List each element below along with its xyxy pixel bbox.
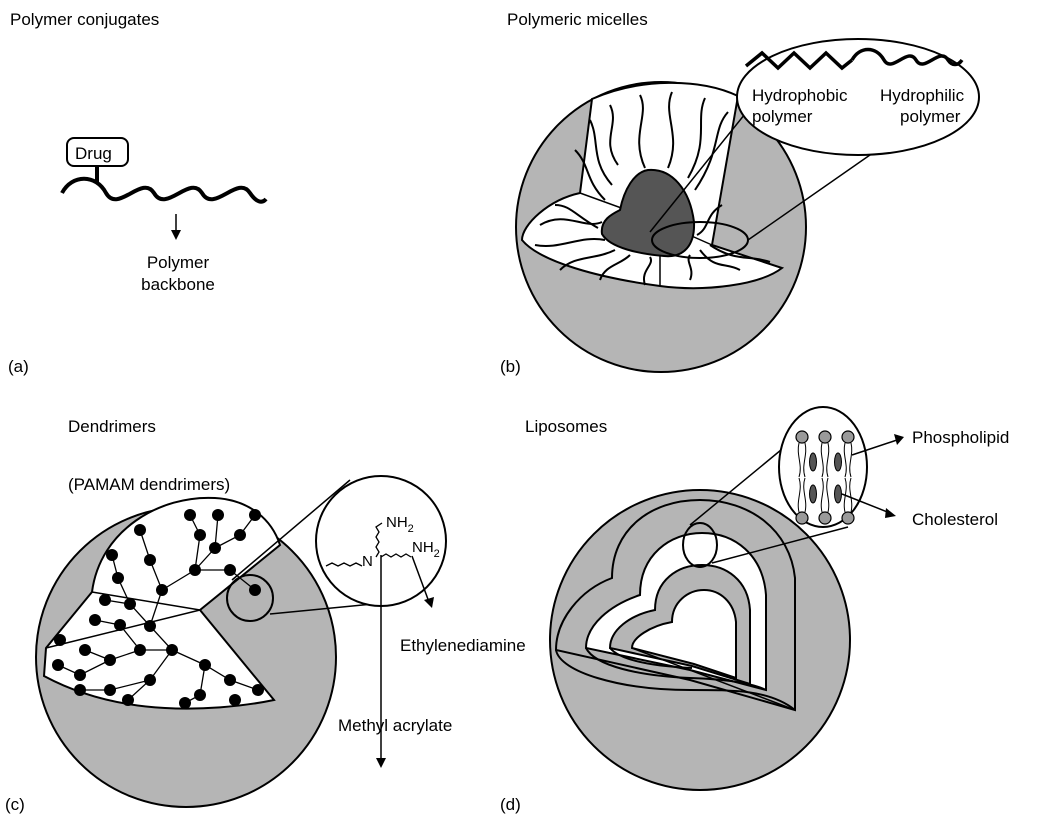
arrowhead bbox=[376, 758, 386, 768]
hydrophobic-label-2: polymer bbox=[752, 107, 813, 126]
panel-c-subtitle: (PAMAM dendrimers) bbox=[68, 475, 230, 494]
polymer-backbone-chain bbox=[62, 179, 266, 202]
panel-c-letter: (c) bbox=[5, 795, 25, 814]
panel-d-title: Liposomes bbox=[525, 417, 607, 436]
hydrophilic-label-1: Hydrophilic bbox=[880, 86, 965, 105]
panel-c-title: Dendrimers bbox=[68, 417, 156, 436]
backbone-arrowhead bbox=[171, 230, 181, 240]
arrowhead bbox=[424, 597, 434, 608]
backbone-label-1: Polymer bbox=[147, 253, 210, 272]
panel-a-title: Polymer conjugates bbox=[10, 10, 159, 29]
hydrophilic-label-2: polymer bbox=[900, 107, 961, 126]
panel-a-letter: (a) bbox=[8, 357, 29, 376]
ethylenediamine-label: Ethylenediamine bbox=[400, 636, 526, 655]
cholesterol-label: Cholesterol bbox=[912, 510, 998, 529]
panel-b: Polymeric micelles bbox=[500, 10, 979, 376]
n-atom: N bbox=[362, 553, 373, 570]
backbone-label-2: backbone bbox=[141, 275, 215, 294]
panel-b-title: Polymeric micelles bbox=[507, 10, 648, 29]
phospholipid-label: Phospholipid bbox=[912, 428, 1009, 447]
panel-a: Polymer conjugates Drug Polymer backbone… bbox=[8, 10, 266, 376]
panel-b-letter: (b) bbox=[500, 357, 521, 376]
methyl-acrylate-label: Methyl acrylate bbox=[338, 716, 452, 735]
arrowhead bbox=[894, 434, 904, 445]
hydrophobic-label-1: Hydrophobic bbox=[752, 86, 848, 105]
panel-c: Dendrimers (PAMAM dendrimers) bbox=[5, 417, 526, 814]
arrowhead bbox=[885, 508, 896, 518]
panel-d: Liposomes bbox=[500, 407, 1009, 814]
drug-label: Drug bbox=[75, 144, 112, 163]
panel-d-letter: (d) bbox=[500, 795, 521, 814]
